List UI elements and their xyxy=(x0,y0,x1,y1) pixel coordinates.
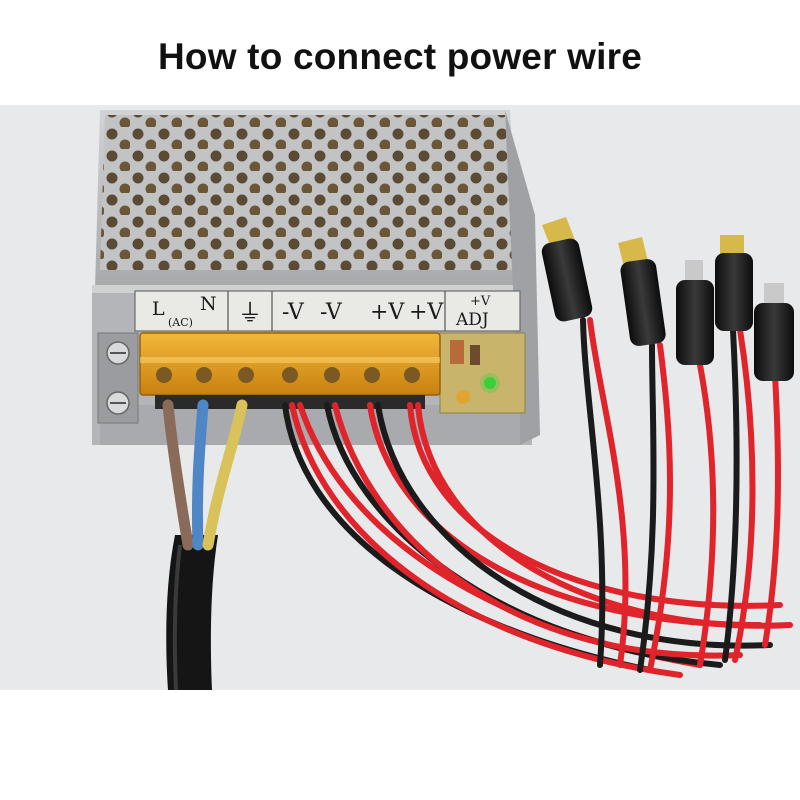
ac-power-cable xyxy=(162,399,248,690)
dc-barrel-plug-5 xyxy=(754,283,794,381)
terminal-label-l: L xyxy=(152,298,165,320)
power-supply-illustration: L N (AC) ⏚ -V -V +V +V +V ADJ xyxy=(0,105,800,690)
terminal-label-ground: ⏚ xyxy=(238,299,262,327)
terminal-screws xyxy=(155,395,425,409)
page-title: How to connect power wire xyxy=(158,36,642,77)
terminal-label-adj: ADJ xyxy=(455,310,489,330)
power-led xyxy=(484,377,496,389)
terminal-label-pos2: +V xyxy=(409,300,444,325)
terminal-label-neg2: -V xyxy=(320,300,343,325)
terminal-label-n: N xyxy=(200,293,217,315)
dc-barrel-plug-3 xyxy=(676,260,714,365)
terminal-block-cover xyxy=(139,332,441,396)
plug-lead-wires xyxy=(580,317,781,673)
adjust-potentiometer xyxy=(456,390,470,404)
product-photo: L N (AC) ⏚ -V -V +V +V +V ADJ xyxy=(0,105,800,690)
mounting-bracket xyxy=(97,332,139,424)
dc-barrel-plug-1 xyxy=(541,217,593,322)
terminal-label-ac: (AC) xyxy=(168,316,193,329)
dc-barrel-plug-4 xyxy=(715,235,753,331)
terminal-label-pos1: +V xyxy=(370,300,405,325)
dc-barrel-plug-2 xyxy=(618,237,666,346)
pcb-section xyxy=(439,332,526,414)
terminal-label-plate xyxy=(134,290,521,332)
terminal-label-neg1: -V xyxy=(282,300,305,325)
dc-output-wires xyxy=(282,402,793,678)
terminal-label-adj-top: +V xyxy=(470,294,491,309)
